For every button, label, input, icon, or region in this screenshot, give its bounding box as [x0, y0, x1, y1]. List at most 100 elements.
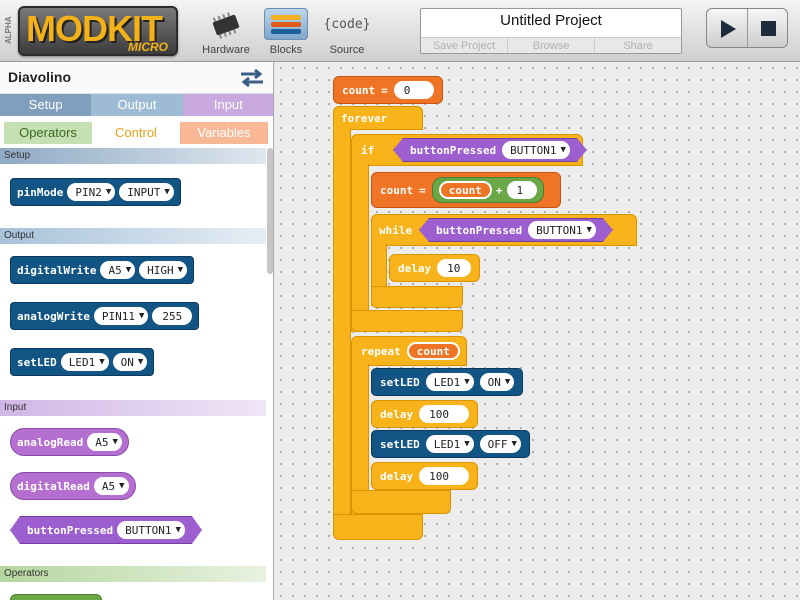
dropdown-value: LED1	[433, 375, 461, 389]
value-input[interactable]: 0	[393, 81, 434, 99]
pinmode-block[interactable]: pinMode PIN2▼ INPUT▼	[10, 178, 181, 206]
tab-output[interactable]: Output	[91, 94, 183, 116]
forever-label: forever	[341, 111, 388, 125]
button-dropdown[interactable]: BUTTON1▼	[528, 221, 596, 239]
hardware-button[interactable]: Hardware	[196, 6, 256, 60]
code-icon: {code}	[323, 17, 371, 32]
increment-count-block[interactable]: count = count + 1	[371, 172, 561, 208]
delay-block[interactable]: delay 100	[371, 462, 479, 490]
dropdown-value: INPUT	[127, 185, 161, 199]
chevron-down-icon: ▼	[464, 377, 470, 387]
block-name: repeat	[361, 344, 401, 358]
source-button[interactable]: {code} Source	[317, 6, 377, 60]
chevron-down-icon: ▼	[177, 265, 184, 275]
while-condition[interactable]: buttonPressed BUTTON1▼	[419, 218, 613, 242]
hardware-label: Hardware	[202, 44, 250, 56]
palette-list: Setup pinMode PIN2▼ INPUT▼ Output digita…	[0, 148, 266, 600]
amount-input[interactable]: 1	[506, 181, 537, 199]
if-end	[351, 310, 463, 332]
pin-dropdown[interactable]: A5▼	[93, 477, 129, 495]
buttonpressed-block[interactable]: buttonPressed BUTTON1▼	[10, 516, 202, 544]
buttonpressed-condition[interactable]: buttonPressed BUTTON1▼	[393, 138, 587, 162]
dropdown-value: BUTTON1	[510, 143, 557, 157]
if-spine	[351, 164, 369, 332]
value-input[interactable]: 255	[152, 307, 193, 325]
logo-subtitle: MICRO	[128, 40, 168, 54]
delay-block[interactable]: delay 10	[389, 254, 481, 282]
chip-icon	[212, 12, 240, 39]
tab-input[interactable]: Input	[182, 94, 273, 116]
chevron-down-icon: ▼	[119, 481, 125, 491]
delay-input[interactable]: 10	[437, 259, 472, 277]
state-dropdown[interactable]: ON▼	[112, 353, 148, 371]
button-dropdown[interactable]: BUTTON1▼	[502, 141, 570, 159]
button-dropdown[interactable]: BUTTON1▼	[117, 521, 185, 539]
led-dropdown[interactable]: LED1▼	[425, 435, 474, 453]
value-dropdown[interactable]: HIGH▼	[139, 261, 188, 279]
play-button[interactable]	[707, 9, 747, 47]
digitalread-block[interactable]: digitalRead A5▼	[10, 472, 136, 500]
top-toolbar: ALPHA MODKIT MICRO Hardware Blocks	[0, 0, 800, 62]
set-count-block[interactable]: count = 0	[333, 76, 443, 104]
stop-button[interactable]	[746, 9, 788, 47]
chevron-down-icon: ▼	[164, 187, 170, 197]
block-name: digitalWrite	[17, 263, 97, 277]
share-button[interactable]: Share	[594, 38, 681, 53]
project-panel: Untitled Project Save Project Browse Sha…	[420, 8, 682, 54]
analogwrite-block[interactable]: analogWrite PIN11▼ 255	[10, 302, 200, 330]
swap-icon[interactable]	[238, 67, 266, 89]
modkit-logo: MODKIT MICRO	[18, 6, 178, 56]
forever-spine	[333, 128, 351, 536]
chevron-down-icon: ▼	[105, 187, 112, 197]
pin-dropdown[interactable]: PIN11▼	[93, 307, 149, 325]
play-icon	[721, 20, 736, 38]
state-dropdown[interactable]: OFF▼	[479, 435, 521, 453]
led-dropdown[interactable]: LED1▼	[425, 373, 474, 391]
block-name: delay	[380, 469, 414, 483]
variable-name: count	[342, 83, 376, 97]
operator-block-partial[interactable]	[10, 594, 102, 600]
setled-off-block[interactable]: setLED LED1▼ OFF▼	[371, 430, 530, 458]
pin-dropdown[interactable]: PIN2▼	[67, 183, 116, 201]
variable-reporter[interactable]: count	[406, 342, 460, 360]
subcategory-tabs: Operators Control Variables	[4, 122, 268, 144]
board-name[interactable]: Diavolino	[8, 69, 72, 85]
analogread-block[interactable]: analogRead A5▼	[10, 428, 129, 456]
variable-reporter[interactable]: count	[438, 181, 492, 199]
dropdown-value: BUTTON1	[536, 223, 583, 237]
blocks-icon	[264, 8, 308, 40]
tab-variables[interactable]: Variables	[180, 122, 268, 144]
block-name: digitalRead	[17, 479, 90, 493]
led-dropdown[interactable]: LED1▼	[60, 353, 109, 371]
forever-block[interactable]	[333, 106, 423, 130]
save-project-button[interactable]: Save Project	[432, 40, 496, 52]
block-name: delay	[398, 261, 432, 275]
delay-input[interactable]: 100	[419, 467, 470, 485]
logo-title: MODKIT	[26, 8, 163, 49]
chevron-down-icon: ▼	[586, 225, 592, 235]
blocks-button[interactable]: Blocks	[256, 6, 316, 60]
dropdown-value: PIN11	[101, 309, 135, 323]
delay-block[interactable]: delay 100	[371, 400, 479, 428]
tab-operators[interactable]: Operators	[4, 122, 92, 144]
variable-name: count	[380, 183, 414, 197]
pin-dropdown[interactable]: A5▼	[87, 433, 122, 451]
state-dropdown[interactable]: ON▼	[479, 373, 515, 391]
program-canvas[interactable]: count = 0 forever if buttonPressed BUTTO…	[275, 62, 800, 600]
browse-button[interactable]: Browse	[507, 38, 594, 53]
tab-control[interactable]: Control	[92, 122, 180, 144]
setled-on-block[interactable]: setLED LED1▼ ON▼	[371, 368, 524, 396]
dropdown-value: A5	[101, 479, 116, 493]
tab-setup[interactable]: Setup	[0, 94, 92, 116]
chevron-down-icon: ▼	[504, 377, 511, 387]
mode-dropdown[interactable]: INPUT▼	[119, 183, 174, 201]
repeat-spine	[351, 364, 369, 514]
setled-block[interactable]: setLED LED1▼ ON▼	[10, 348, 155, 376]
project-title[interactable]: Untitled Project	[500, 12, 602, 29]
pin-dropdown[interactable]: A5▼	[100, 261, 136, 279]
chevron-down-icon: ▼	[138, 311, 145, 321]
palette-scrollbar[interactable]	[267, 148, 273, 274]
digitalwrite-block[interactable]: digitalWrite A5▼ HIGH▼	[10, 256, 195, 284]
add-operator-block[interactable]: count + 1	[431, 177, 544, 203]
delay-input[interactable]: 100	[419, 405, 470, 423]
